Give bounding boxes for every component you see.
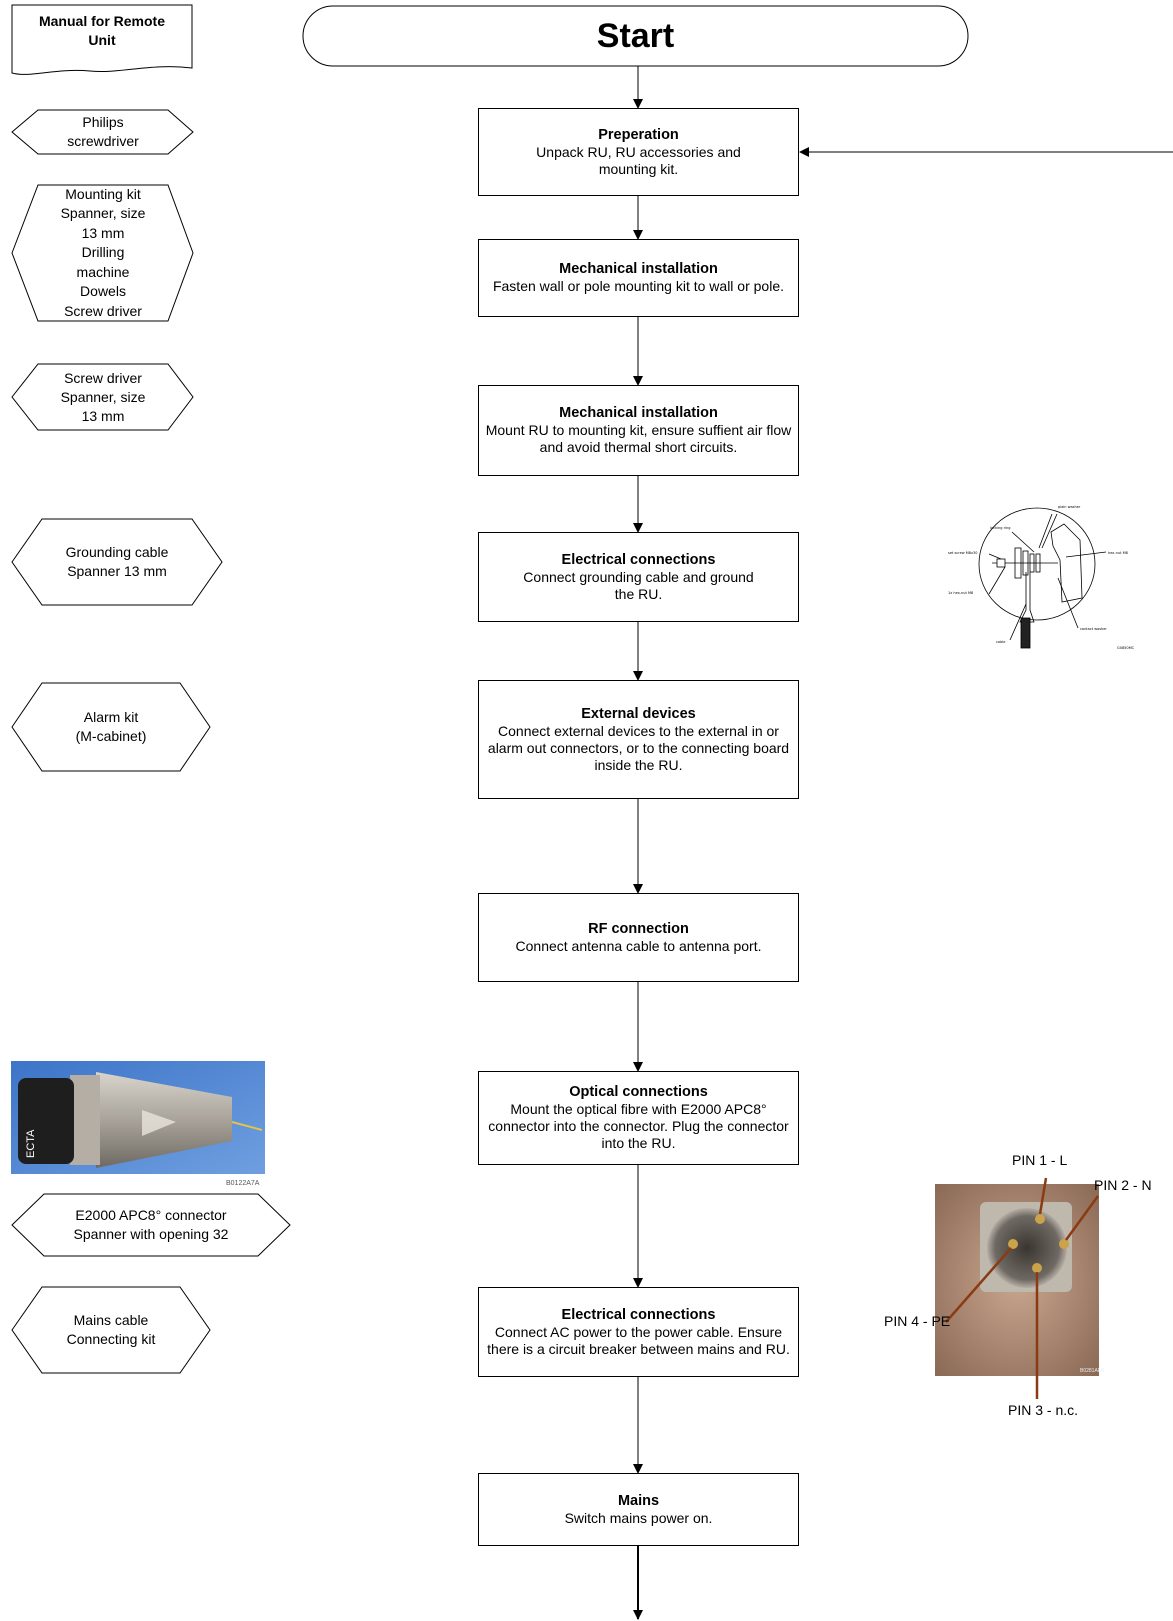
step-body: Mount RU to mounting kit, ensure suffien… [485, 422, 792, 455]
tool-grounding-cable: Grounding cable Spanner 13 mm [65, 544, 169, 579]
step-mains: Mains Switch mains power on. [478, 1473, 799, 1546]
step-electrical-connections-1: Electrical connections Connect grounding… [478, 532, 799, 622]
connector-photo: ECTA B0122A7A [11, 1061, 265, 1187]
start-terminator: Start [596, 16, 675, 55]
step-title: Electrical connections [561, 1306, 716, 1323]
pin-4-label: PIN 4 - PE [884, 1313, 951, 1329]
grounding-label: 1x hex-nut M8 [948, 591, 973, 595]
manual-document-shape [11, 4, 193, 75]
step-preparation: Preperation Unpack RU, RU accessories an… [478, 108, 799, 196]
grounding-label: contact washer [1080, 627, 1107, 631]
step-mechanical-installation-2: Mechanical installation Mount RU to moun… [478, 385, 799, 476]
step-body: Mount the optical fibre with E2000 APC8°… [488, 1101, 789, 1151]
tool-alarm-kit: Alarm kit (M-cabinet) [75, 709, 147, 744]
tool-screw-driver: Screw driver Spanner, size 13 mm [60, 369, 146, 424]
grounding-figure [978, 507, 1107, 649]
tool-e2000-connector: E2000 APC8° connector Spanner with openi… [73, 1207, 229, 1242]
grounding-label: set screw M8x30 [948, 551, 977, 555]
step-body: Switch mains power on. [564, 1509, 713, 1526]
grounding-label: hex-nut M8 [1108, 551, 1128, 555]
step-title: RF connection [588, 920, 689, 937]
tool-hexagon-shape [11, 682, 211, 772]
step-title: Optical connections [569, 1084, 708, 1100]
grounding-label: locking ring [990, 526, 1010, 530]
step-optical-connections: Optical connections Mount the optical fi… [478, 1071, 799, 1165]
tool-hexagon-shape [11, 184, 194, 322]
step-title: Electrical connections [561, 551, 716, 568]
step-title: External devices [581, 705, 696, 722]
tool-hexagon-shape [11, 363, 194, 431]
step-body: Unpack RU, RU accessories and mounting k… [536, 143, 741, 177]
step-external-devices: External devices Connect external device… [478, 680, 799, 799]
step-title: Mechanical installation [559, 405, 718, 421]
step-mechanical-installation-1: Mechanical installation Fasten wall or p… [478, 239, 799, 317]
tool-hexagon-shape [11, 1193, 291, 1257]
tool-hexagon-shape [11, 1286, 211, 1374]
connector-photo-label: ECTA [25, 1129, 37, 1158]
step-electrical-connections-2: Electrical connections Connect AC power … [478, 1287, 799, 1377]
tool-mains-cable: Mains cable Connecting kit [66, 1312, 156, 1347]
step-body: Connect grounding cable and ground the R… [523, 568, 754, 602]
step-body: Fasten wall or pole mounting kit to wall… [492, 278, 785, 294]
tool-philips-screwdriver: Philips screwdriver [67, 114, 139, 149]
step-title: Mains [617, 1492, 660, 1509]
manual-label: Manual for Remote Unit [38, 13, 165, 48]
grounding-label: plain washer [1058, 505, 1081, 509]
step-body: Connect antenna cable to antenna port. [515, 937, 762, 954]
grounding-figure-labels: plain washer locking ring set screw M8x3… [948, 505, 1135, 650]
step-body: Connect AC power to the power cable. Ens… [487, 1323, 790, 1357]
start-terminator-shape [302, 5, 969, 67]
pin-1-label: PIN 1 - L [1012, 1152, 1068, 1168]
grounding-figure-code: G0850MC [1117, 646, 1135, 650]
tool-hexagon-shape [11, 518, 223, 606]
tool-mounting-kit: Mounting kit Spanner, size 13 mm Drillin… [60, 185, 146, 319]
pin-2-label: PIN 2 - N [1094, 1177, 1152, 1193]
pin-3-label: PIN 3 - n.c. [1008, 1402, 1079, 1418]
step-title: Preperation [598, 126, 679, 143]
connector-photo-code: B0122A7A [226, 1180, 260, 1187]
tool-hexagon-shape [11, 109, 194, 155]
power-connector-photo: B0281AFA [935, 1177, 1105, 1399]
step-body: Connect external devices to the external… [487, 722, 790, 773]
step-title: Mechanical installation [559, 261, 718, 277]
step-rf-connection: RF connection Connect antenna cable to a… [478, 893, 799, 982]
pin-photo-code: B0281AFA [1080, 1368, 1105, 1374]
grounding-label: cable [996, 640, 1005, 644]
